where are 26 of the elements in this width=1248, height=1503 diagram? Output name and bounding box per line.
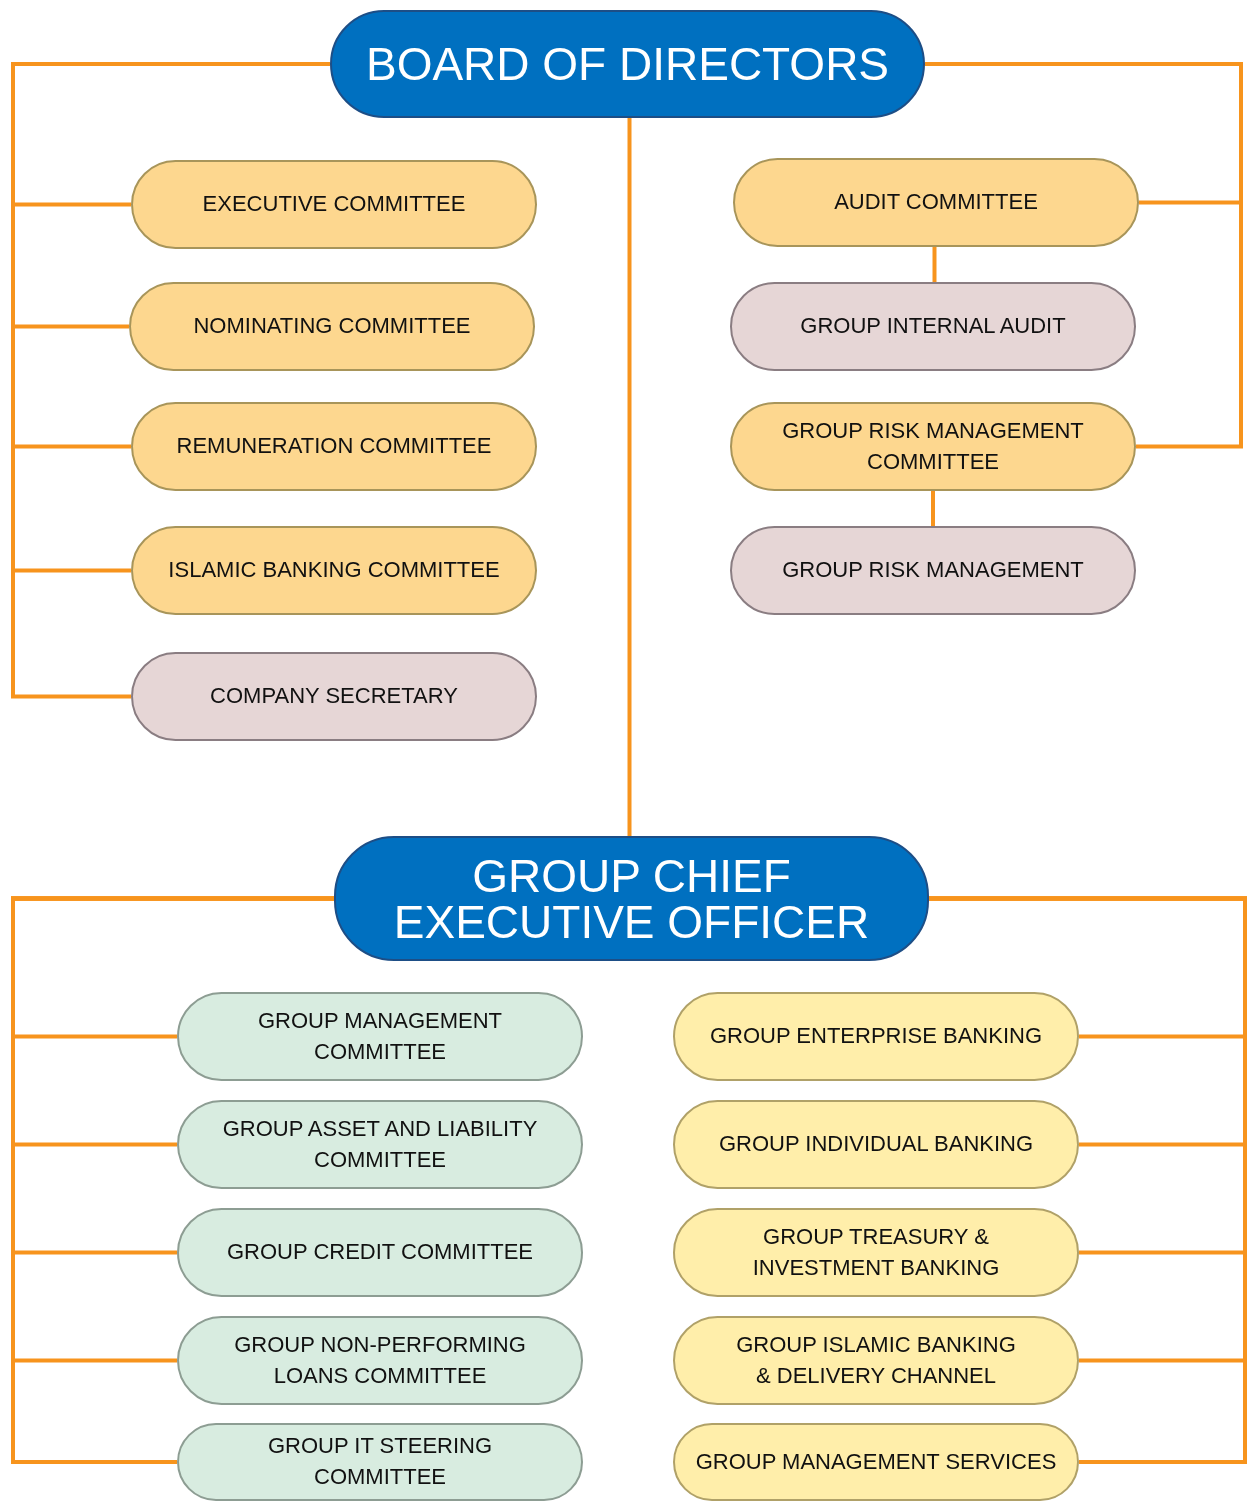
node-label: ISLAMIC BANKING COMMITTEE (168, 556, 500, 585)
node-label: AUDIT COMMITTEE (834, 188, 1038, 217)
node-label: GROUP ENTERPRISE BANKING (709, 1022, 1043, 1051)
connector-line (11, 896, 334, 1464)
node-label: REMUNERATION COMMITTEE (176, 432, 492, 461)
node-label: GROUP MANAGEMENT COMMITTEE (256, 1006, 504, 1066)
node-label: COMPANY SECRETARY (210, 682, 458, 711)
node-label: GROUP RISK MANAGEMENT (782, 556, 1084, 585)
node-label: BOARD OF DIRECTORS (365, 41, 890, 87)
connector-line (931, 491, 935, 526)
connector-line (932, 247, 937, 282)
node-label: GROUP NON-PERFORMING LOANS COMMITTEE (233, 1330, 527, 1390)
connector-line (929, 896, 1247, 1464)
node-label: GROUP ISLAMIC BANKING & DELIVERY CHANNEL (735, 1330, 1017, 1390)
node-label: GROUP IT STEERING COMMITTEE (266, 1432, 494, 1491)
node-label: GROUP CREDIT COMMITTEE (227, 1238, 533, 1267)
node-label: GROUP INDIVIDUAL BANKING (718, 1130, 1034, 1159)
node-label: GROUP MANAGEMENT SERVICES (695, 1447, 1057, 1476)
node-label: GROUP RISK MANAGEMENT COMMITTEE (781, 416, 1085, 476)
node-label: NOMINATING COMMITTEE (193, 312, 471, 341)
node-label: GROUP INTERNAL AUDIT (800, 312, 1066, 341)
node-label: GROUP TREASURY & INVESTMENT BANKING (751, 1222, 1001, 1282)
connector-line (627, 118, 632, 836)
node-label: EXECUTIVE COMMITTEE (202, 190, 466, 219)
node-label: GROUP ASSET AND LIABILITY COMMITTEE (221, 1114, 539, 1174)
node-label: GROUP CHIEF EXECUTIVE OFFICER (392, 852, 871, 945)
